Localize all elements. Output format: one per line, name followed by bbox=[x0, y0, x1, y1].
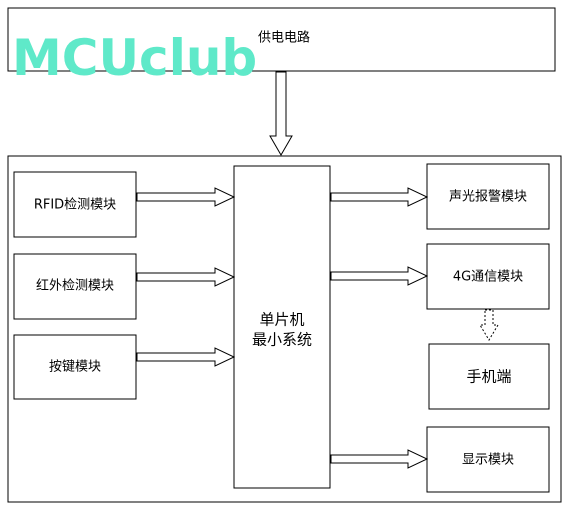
4g-to-phone-dashed-arrow bbox=[479, 309, 499, 341]
power-supply-box bbox=[7, 7, 556, 72]
mcuclub-watermark: MCUclub bbox=[12, 29, 257, 87]
power-down-arrow bbox=[269, 71, 293, 156]
power-supply-label: 供电电路 bbox=[258, 30, 310, 46]
mcu-to-4g-arrow bbox=[330, 266, 429, 286]
key-to-mcu-arrow bbox=[136, 347, 236, 367]
mcu-box bbox=[233, 165, 331, 489]
system-frame bbox=[7, 155, 562, 503]
display-module-box bbox=[426, 426, 550, 493]
mcu-to-display-arrow bbox=[330, 449, 429, 469]
mcu-to-alarm-arrow bbox=[330, 187, 429, 207]
rfid-module-box bbox=[13, 171, 137, 238]
infrared-module-box bbox=[13, 253, 137, 320]
infrared-module-label: 红外检测模块 bbox=[36, 278, 114, 294]
key-module-box bbox=[13, 334, 137, 400]
rfid-module-label: RFID检测模块 bbox=[34, 198, 116, 213]
mcu-label-line2: 最小系统 bbox=[252, 331, 312, 349]
rfid-to-mcu-arrow bbox=[136, 187, 236, 207]
display-module-label: 显示模块 bbox=[462, 453, 514, 468]
phone-label: 手机端 bbox=[466, 368, 511, 386]
comm-4g-module-label: 4G通信模块 bbox=[453, 270, 523, 285]
key-module-label: 按键模块 bbox=[49, 360, 101, 375]
alarm-module-label: 声光报警模块 bbox=[449, 189, 527, 205]
mcu-label-line1: 单片机 bbox=[259, 311, 304, 329]
phone-box bbox=[428, 343, 550, 410]
infrared-to-mcu-arrow bbox=[136, 267, 236, 287]
